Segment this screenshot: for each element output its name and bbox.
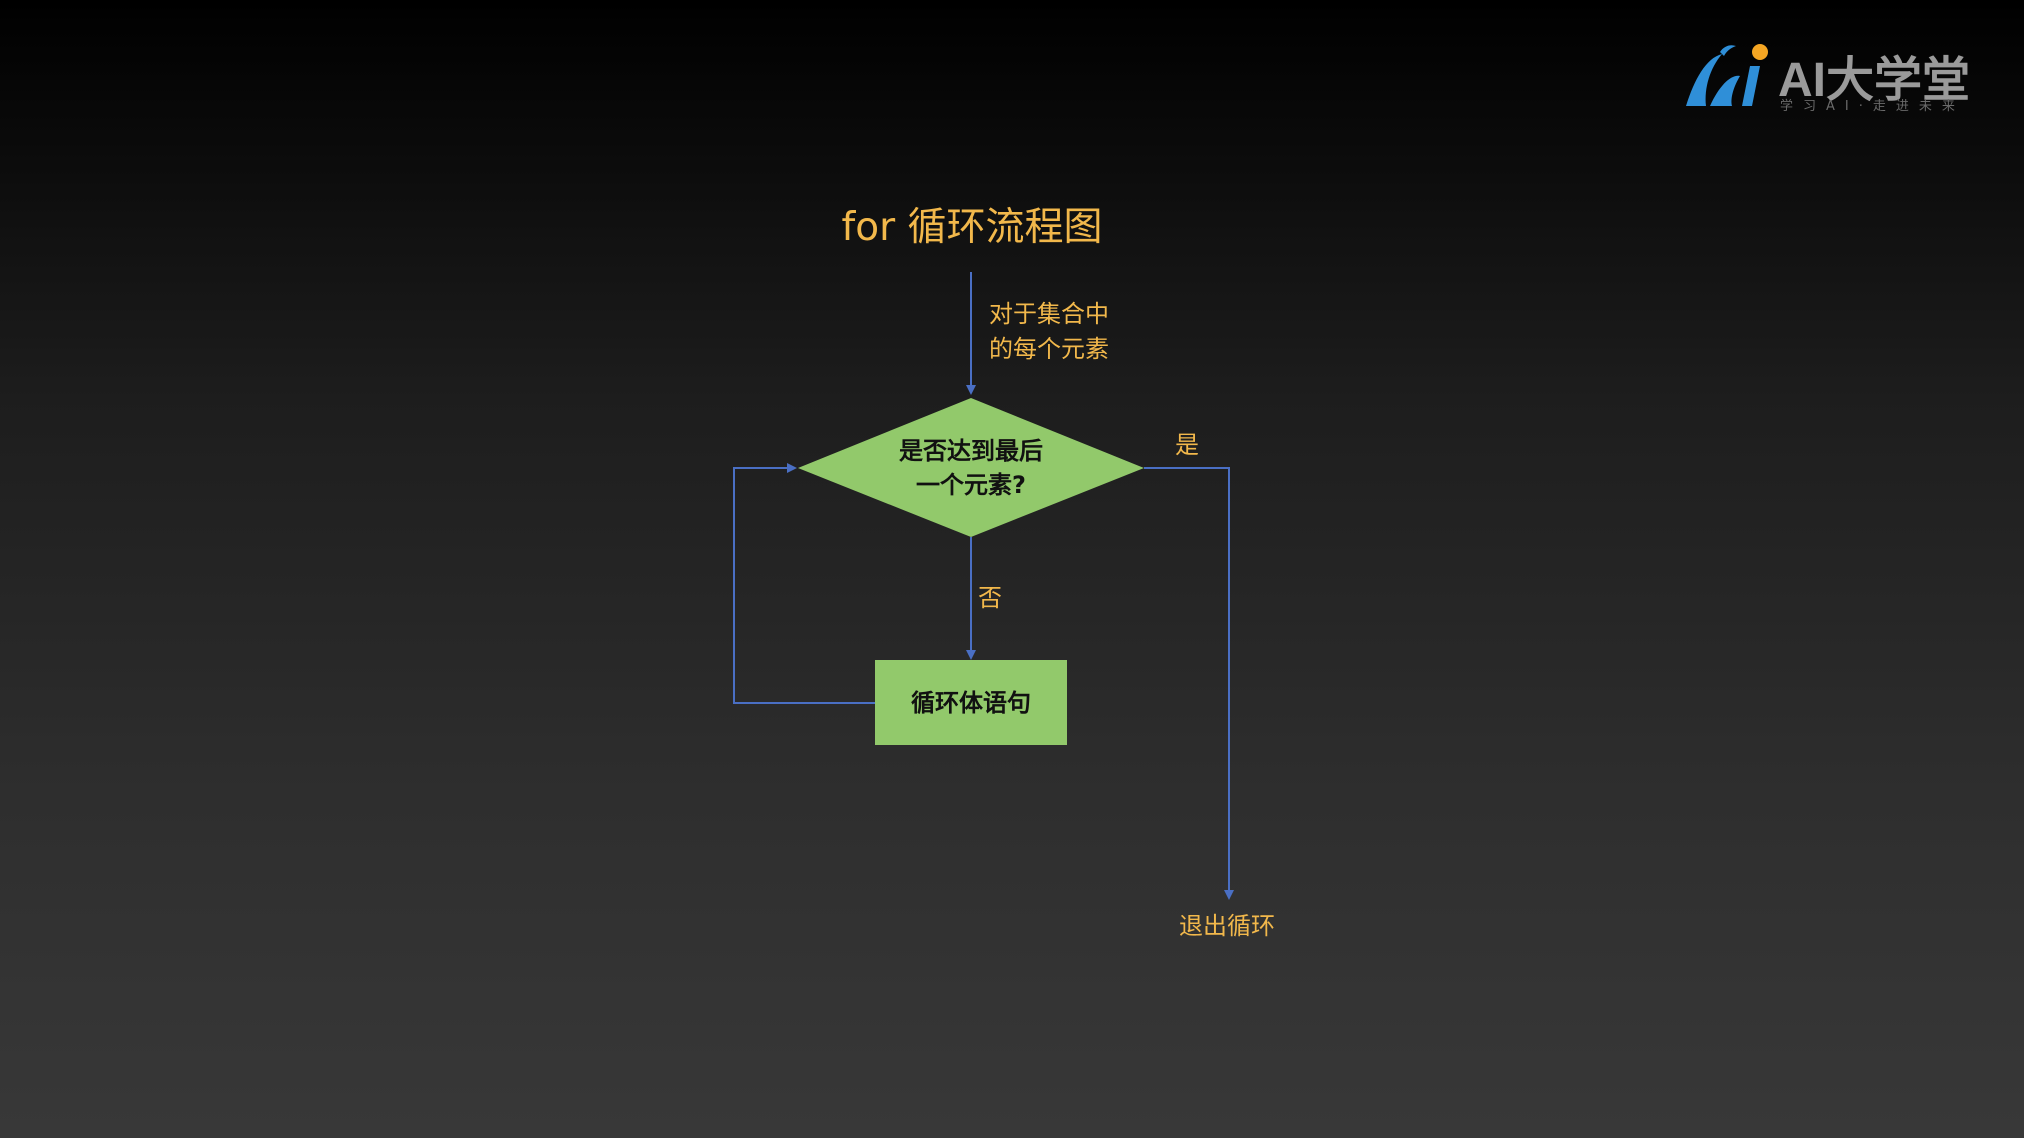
loop-body-node (875, 660, 1067, 745)
brand-logo: AI大学堂 学习AI·走进未来 (1680, 40, 2010, 120)
decision-node (798, 398, 1144, 537)
entry-label-line-2: 的每个元素 (989, 335, 1109, 363)
loop-back-connector (733, 463, 875, 704)
decision-text-line-1: 是否达到最后 (899, 437, 1043, 465)
logo-brand-text: AI大学堂 (1778, 54, 1971, 107)
exit-label: 退出循环 (1179, 912, 1275, 940)
logo-tagline: 学习AI·走进未来 (1780, 99, 1965, 114)
loop-body-text: 循环体语句 (911, 689, 1031, 717)
decision-text-line-2: 一个元素? (916, 471, 1026, 499)
entry-label-line-1: 对于集合中 (989, 300, 1109, 328)
yes-label: 是 (1175, 431, 1199, 459)
logo-mark-icon (1686, 44, 1768, 106)
no-label: 否 (978, 584, 1002, 612)
yes-connector (1144, 467, 1234, 900)
diagram-title: for 循环流程图 (841, 205, 1103, 250)
